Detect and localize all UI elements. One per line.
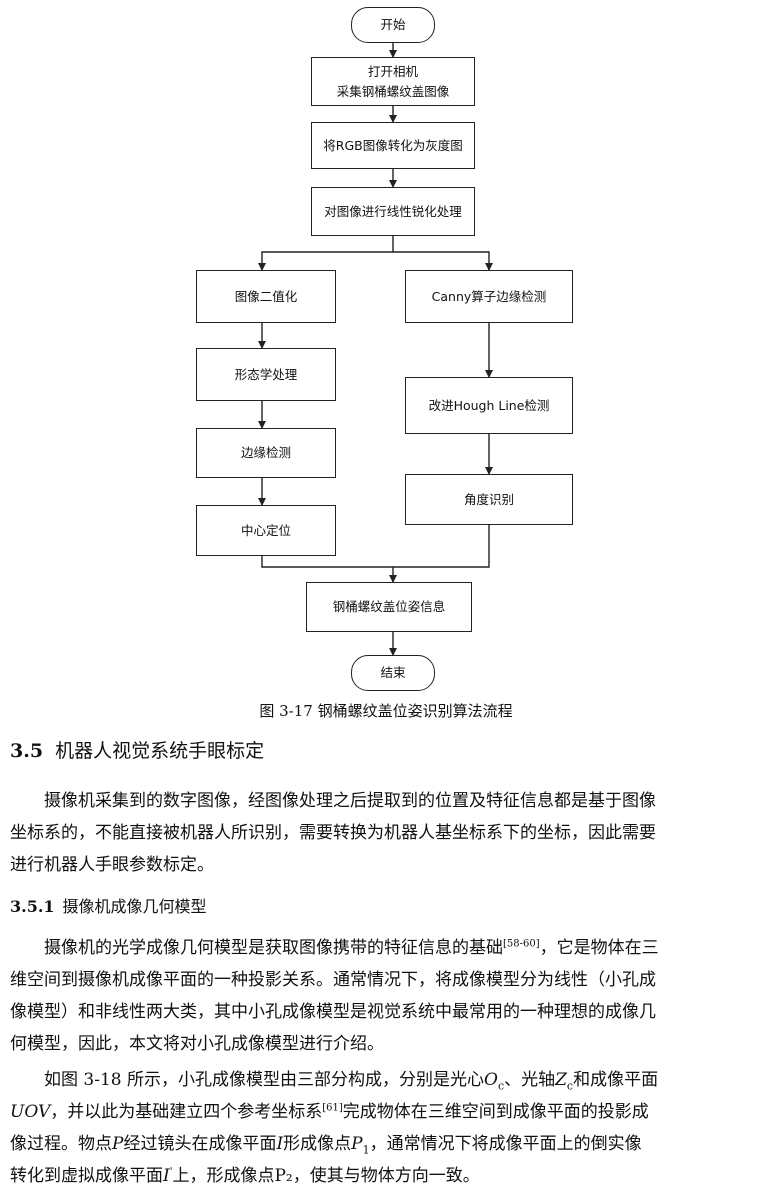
flow-right-hough: 改进Hough Line检测 xyxy=(405,377,573,434)
flow-right-canny: Canny算子边缘检测 xyxy=(405,270,573,323)
flow-right-angle: 角度识别 xyxy=(405,474,573,525)
subsection-heading: 3.5.1 摄像机成像几何模型 xyxy=(10,893,207,917)
subsection-title: 摄像机成像几何模型 xyxy=(62,897,207,916)
paragraph-line: UOV，并以此为基础建立四个参考坐标系[61]完成物体在三维空间到成像平面的投影… xyxy=(10,1102,649,1122)
flow-left-morphology: 形态学处理 xyxy=(196,348,336,401)
paragraph-line: 坐标系的，不能直接被机器人所识别，需要转换为机器人基坐标系下的坐标，因此需要 xyxy=(10,823,656,843)
flow-step-open-camera: 打开相机 采集钢桶螺纹盖图像 xyxy=(311,57,475,106)
section-number: 3.5 xyxy=(10,740,44,762)
flow-step-sharpen: 对图像进行线性锐化处理 xyxy=(311,187,475,236)
paragraph-line: 像模型）和非线性两大类，其中小孔成像模型是视觉系统中最常用的一种理想的成像几 xyxy=(10,1002,656,1022)
section-title: 机器人视觉系统手眼标定 xyxy=(55,740,265,762)
paragraph-hand-eye-intro: 摄像机采集到的数字图像，经图像处理之后提取到的位置及特征信息都是基于图像 坐标系… xyxy=(10,785,762,881)
flow-left-binarize: 图像二值化 xyxy=(196,270,336,323)
flow-left-center-locate: 中心定位 xyxy=(196,505,336,556)
paragraph-line: 像过程。物点P经过镜头在成像平面I形成像点P1，通常情况下将成像平面上的倒实像 xyxy=(10,1134,642,1157)
paragraph-line: 摄像机采集到的数字图像，经图像处理之后提取到的位置及特征信息都是基于图像 xyxy=(44,791,656,811)
flow-step-open-camera-line2: 采集钢桶螺纹盖图像 xyxy=(336,83,450,99)
subsection-number: 3.5.1 xyxy=(10,897,55,916)
citation-ref: [58-60] xyxy=(503,938,540,950)
flow-left-edge-detect: 边缘检测 xyxy=(196,428,336,478)
paragraph-line: 进行机器人手眼参数标定。 xyxy=(10,855,214,875)
figure-caption: 图 3-17 钢桶螺纹盖位姿识别算法流程 xyxy=(259,702,513,720)
flow-step-grayscale: 将RGB图像转化为灰度图 xyxy=(311,122,475,169)
paragraph-pinhole-model: 如图 3-18 所示，小孔成像模型由三部分构成，分别是光心Oc、光轴Zc和成像平… xyxy=(10,1064,762,1192)
flow-merge-pose-info: 钢桶螺纹盖位姿信息 xyxy=(306,582,472,632)
flow-start-terminal: 开始 xyxy=(351,7,435,43)
section-heading: 3.5 机器人视觉系统手眼标定 xyxy=(10,736,264,763)
paragraph-line: 转化到虚拟成像平面I'上，形成像点P₂，使其与物体方向一致。 xyxy=(10,1166,480,1186)
flowchart-connectors xyxy=(258,43,493,656)
paragraph-line: 何模型，因此，本文将对小孔成像模型进行介绍。 xyxy=(10,1034,384,1054)
paragraph-line: 维空间到摄像机成像平面的一种投影关系。通常情况下，将成像模型分为线性（小孔成 xyxy=(10,970,656,990)
paragraph-line: 摄像机的光学成像几何模型是获取图像携带的特征信息的基础[58-60]，它是物体在… xyxy=(44,938,659,958)
paragraph-line: 如图 3-18 所示，小孔成像模型由三部分构成，分别是光心Oc、光轴Zc和成像平… xyxy=(44,1070,659,1093)
flow-end-terminal: 结束 xyxy=(351,655,435,691)
flow-step-open-camera-line1: 打开相机 xyxy=(367,63,418,79)
flowchart: 开始 打开相机 采集钢桶螺纹盖图像 将RGB图像转化为灰度图 对图像进行线性锐化… xyxy=(196,7,573,691)
paragraph-camera-model: 摄像机的光学成像几何模型是获取图像携带的特征信息的基础[58-60]，它是物体在… xyxy=(10,932,762,1060)
citation-ref: [61] xyxy=(322,1102,343,1114)
